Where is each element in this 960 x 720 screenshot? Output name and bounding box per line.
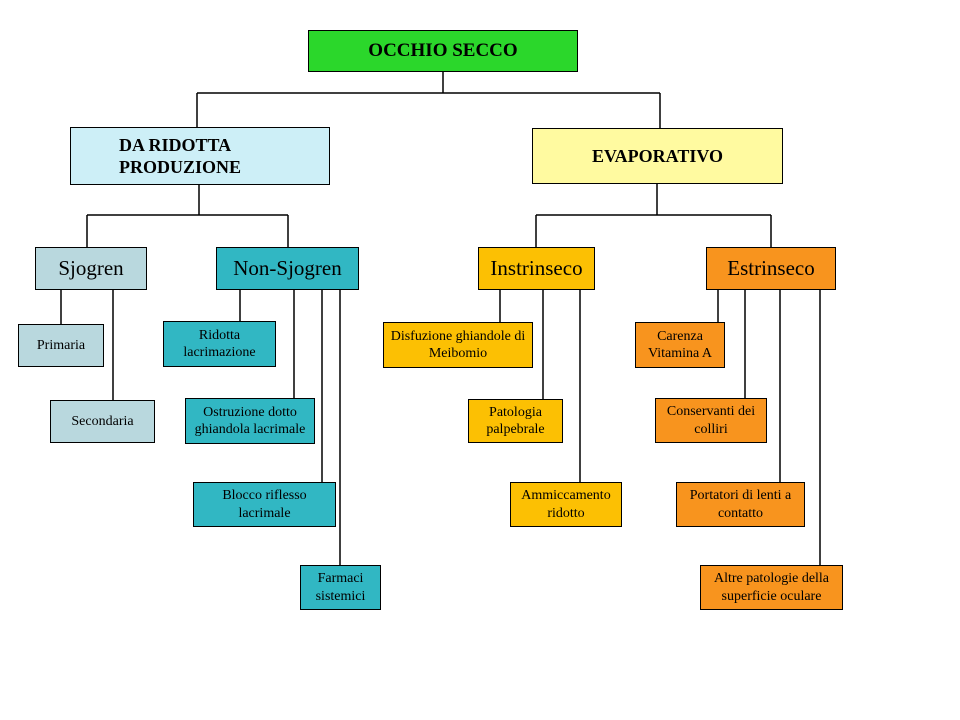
node-altre-patologie: Altre patologie della superficie oculare [700, 565, 843, 610]
node-patologia-palpebrale: Patologia palpebrale [468, 399, 563, 443]
node-da-ridotta-produzione: DA RIDOTTA PRODUZIONE [70, 127, 330, 185]
node-occhio-secco: OCCHIO SECCO [308, 30, 578, 72]
node-portatori-lenti: Portatori di lenti a contatto [676, 482, 805, 527]
node-primaria: Primaria [18, 324, 104, 367]
node-evaporativo: EVAPORATIVO [532, 128, 783, 184]
node-non-sjogren: Non-Sjogren [216, 247, 359, 290]
node-sjogren: Sjogren [35, 247, 147, 290]
node-blocco-riflesso: Blocco riflesso lacrimale [193, 482, 336, 527]
node-instrinseco: Instrinseco [478, 247, 595, 290]
node-farmaci-sistemici: Farmaci sistemici [300, 565, 381, 610]
node-conservanti-colliri: Conservanti dei colliri [655, 398, 767, 443]
node-ostruzione-dotto: Ostruzione dotto ghiandola lacrimale [185, 398, 315, 444]
node-ammiccamento-ridotto: Ammiccamento ridotto [510, 482, 622, 527]
node-estrinseco: Estrinseco [706, 247, 836, 290]
node-secondaria: Secondaria [50, 400, 155, 443]
node-disfuzione-meibomio: Disfuzione ghiandole di Meibomio [383, 322, 533, 368]
node-carenza-vitamina-a: Carenza Vitamina A [635, 322, 725, 368]
node-ridotta-lacrimazione: Ridotta lacrimazione [163, 321, 276, 367]
